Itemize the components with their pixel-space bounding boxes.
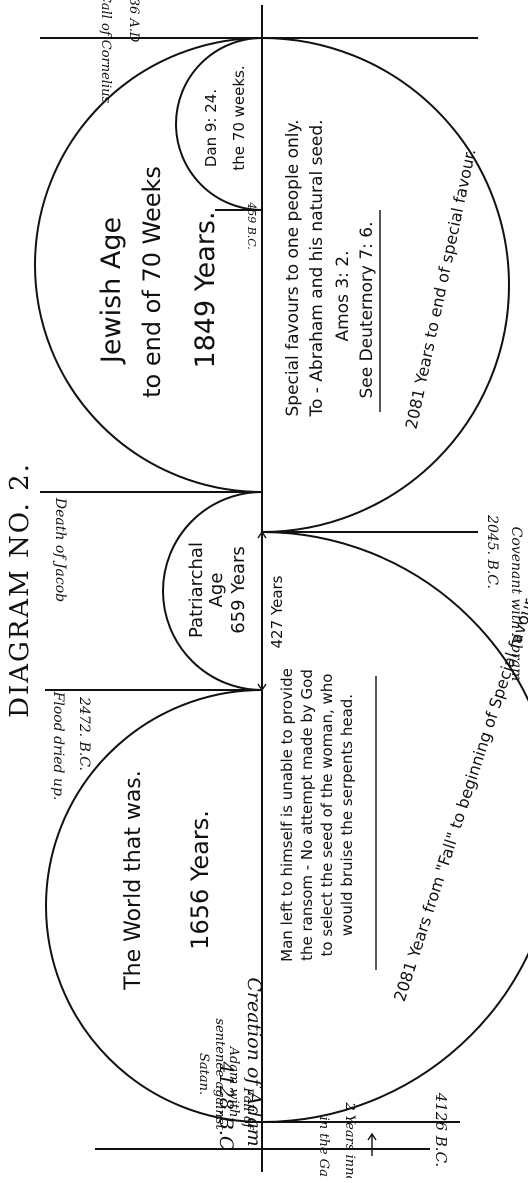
note-deuteronomy: See Deuternory 7: 6. xyxy=(357,221,377,398)
patriarchal-age-years: 659 Years xyxy=(228,546,249,634)
arc-patriarchal-age xyxy=(162,491,263,691)
covenant-label: Covenant with Abram xyxy=(508,527,524,682)
jewish-age-label1: Jewish Age xyxy=(96,217,127,365)
fall-label-3: sentence against xyxy=(212,1018,227,1130)
diagram-title: DIAGRAM NO. 2. xyxy=(5,462,35,718)
arc-fall-to-favour xyxy=(261,531,528,1123)
note-427-years: 427 Years xyxy=(268,575,286,648)
seventy-weeks-ref: Dan 9: 24. xyxy=(202,89,220,167)
patriarchal-age-label1: Patriarchal xyxy=(186,542,207,638)
arc-seventy-weeks xyxy=(175,37,263,211)
creation-date: 4128.B.C xyxy=(215,1061,237,1151)
jewish-age-label2: to end of 70 Weeks xyxy=(138,166,166,398)
arrow-innocence-head xyxy=(367,1132,377,1141)
jacob-label: Death of Jacob xyxy=(52,497,68,602)
arc-world-that-was xyxy=(45,689,263,1123)
note-special-favours-1: Special favours to one people only. xyxy=(283,119,303,416)
date-459bc: 459 B.C. xyxy=(245,201,258,250)
flood-label: Flood dried up. xyxy=(50,691,66,801)
arc-jewish-age xyxy=(34,37,263,493)
creation-label: Creation of Adam xyxy=(243,977,265,1146)
patriarchal-age-label2: Age xyxy=(206,573,227,608)
arrow-427-top xyxy=(257,530,267,539)
fall-label-2: Adam with xyxy=(226,1046,241,1118)
jewish-age-years: 1849 Years. xyxy=(190,211,221,368)
world-age-years: 1656 Years. xyxy=(186,810,214,950)
note-amos: Amos 3: 2. xyxy=(333,250,353,341)
note-fall-to-favour: 2081 Years from "Fall" to beginning of S… xyxy=(390,593,528,1004)
flood-date: 2472. B.C. xyxy=(76,696,92,771)
arrow-427-bottom xyxy=(257,683,267,692)
covenant-date: 2045. B.C. xyxy=(484,514,500,589)
fall-label-1: Fall of xyxy=(240,1087,255,1131)
note-end-special-favour: 2081 Years to end of special favour. xyxy=(402,147,480,431)
cornelius-label: Call of Cornelius xyxy=(98,0,113,103)
note-man-left-2: the ransom - No attempt made by God xyxy=(298,669,316,961)
fall-label-4: Satan. xyxy=(196,1053,211,1095)
cornelius-date: 36 A.D xyxy=(126,0,141,43)
seventy-weeks-label: the 70 weeks. xyxy=(230,65,248,170)
note-man-left-3: to select the seed of the woman, who xyxy=(318,674,336,957)
note-special-favours-2: To - Abraham and his natural seed. xyxy=(307,119,327,417)
innocence-label-2: in the Garden xyxy=(316,1117,331,1178)
arc-special-favour xyxy=(261,37,510,533)
world-age-label: The World that was. xyxy=(121,770,146,991)
innocence-label-1: 2 Years innocence xyxy=(342,1101,357,1178)
note-man-left-4: would bruise the serpents head. xyxy=(338,694,356,936)
date-4126bc: 4126 B.C. xyxy=(432,1092,450,1167)
note-man-left-1: Man left to himself is unable to provide xyxy=(278,668,296,962)
